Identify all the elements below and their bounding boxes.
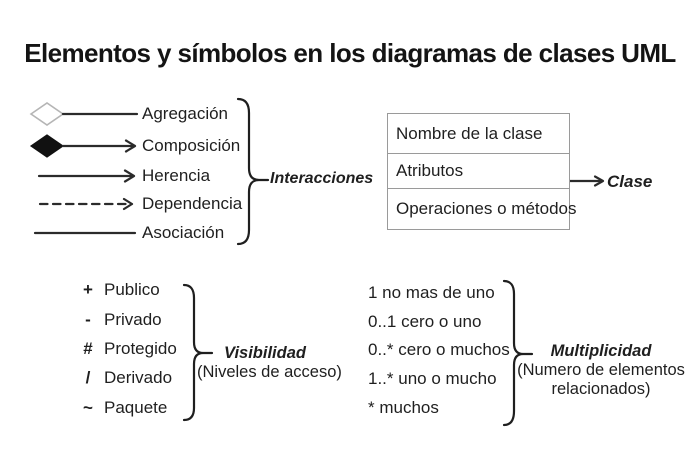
composition-diamond-arrow-icon xyxy=(29,134,137,158)
hash-symbol: # xyxy=(83,339,93,358)
class-box: Nombre de la clase Atributos Operaciones… xyxy=(387,113,577,230)
interactions-label: Interacciones xyxy=(270,170,374,187)
interactions-brace xyxy=(236,97,270,246)
legend-label: Herencia xyxy=(142,166,211,185)
visibility-brace xyxy=(182,283,214,422)
visibility-row-package: ~ Paquete xyxy=(76,395,167,421)
multiplicity-item: 0..* cero o muchos xyxy=(368,340,510,359)
tilde-symbol: ~ xyxy=(83,398,93,417)
slash-symbol: / xyxy=(85,368,91,387)
legend-row-aggregation: Agregación xyxy=(28,100,228,128)
legend-label: Dependencia xyxy=(142,194,243,213)
visibility-label-item: Paquete xyxy=(104,398,168,417)
multiplicity-item: 1 no mas de uno xyxy=(368,283,495,302)
minus-symbol: - xyxy=(85,310,91,329)
legend-row-association: Asociación xyxy=(28,219,224,247)
legend-label: Agregación xyxy=(142,104,229,123)
class-box-name-row: Nombre de la clase xyxy=(388,114,569,154)
legend-row-composition: Composición xyxy=(28,132,240,160)
multiplicity-item: 1..* uno o mucho xyxy=(368,369,497,388)
visibility-label-item: Privado xyxy=(104,310,162,329)
visibility-label-item: Derivado xyxy=(104,368,173,387)
legend-row-dependency: Dependencia xyxy=(28,190,242,218)
visibility-label-item: Protegido xyxy=(104,339,177,358)
multiplicity-item: * muchos xyxy=(368,398,439,417)
multiplicity-item: 0..1 cero o uno xyxy=(368,312,482,331)
multiplicity-group-label: Multiplicidad (Numero de elementos relac… xyxy=(510,342,692,399)
class-label: Clase xyxy=(607,172,653,191)
multiplicity-subtitle-line2: relacionados) xyxy=(551,380,651,398)
visibility-row-private: - Privado xyxy=(76,307,162,333)
class-pointer-arrow-icon xyxy=(570,175,605,187)
dependency-dashed-arrow-icon xyxy=(38,197,134,211)
visibility-subtitle: (Niveles de acceso) xyxy=(197,363,342,381)
visibility-title: Visibilidad xyxy=(224,344,306,362)
visibility-row-protected: # Protegido xyxy=(76,336,177,362)
visibility-row-derived: / Derivado xyxy=(76,365,172,391)
association-line-icon xyxy=(33,231,137,235)
class-box-attributes-row: Atributos xyxy=(388,154,569,189)
inheritance-arrow-icon xyxy=(37,169,136,183)
legend-row-inheritance: Herencia xyxy=(28,162,210,190)
multiplicity-title: Multiplicidad xyxy=(550,342,652,360)
legend-label: Composición xyxy=(142,136,241,155)
visibility-row-public: + Publico xyxy=(76,277,160,303)
multiplicity-subtitle-line1: (Numero de elementos xyxy=(517,361,685,379)
page-title: Elementos y símbolos en los diagramas de… xyxy=(24,38,676,68)
legend-label: Asociación xyxy=(142,223,225,242)
class-box-operations-row: Operaciones o métodos xyxy=(396,199,577,218)
aggregation-diamond-icon xyxy=(29,102,139,126)
visibility-group-label: Visibilidad (Niveles de acceso) xyxy=(197,344,342,382)
plus-symbol: + xyxy=(83,280,93,299)
multiplicity-brace xyxy=(502,279,534,427)
visibility-label-item: Publico xyxy=(104,280,160,299)
